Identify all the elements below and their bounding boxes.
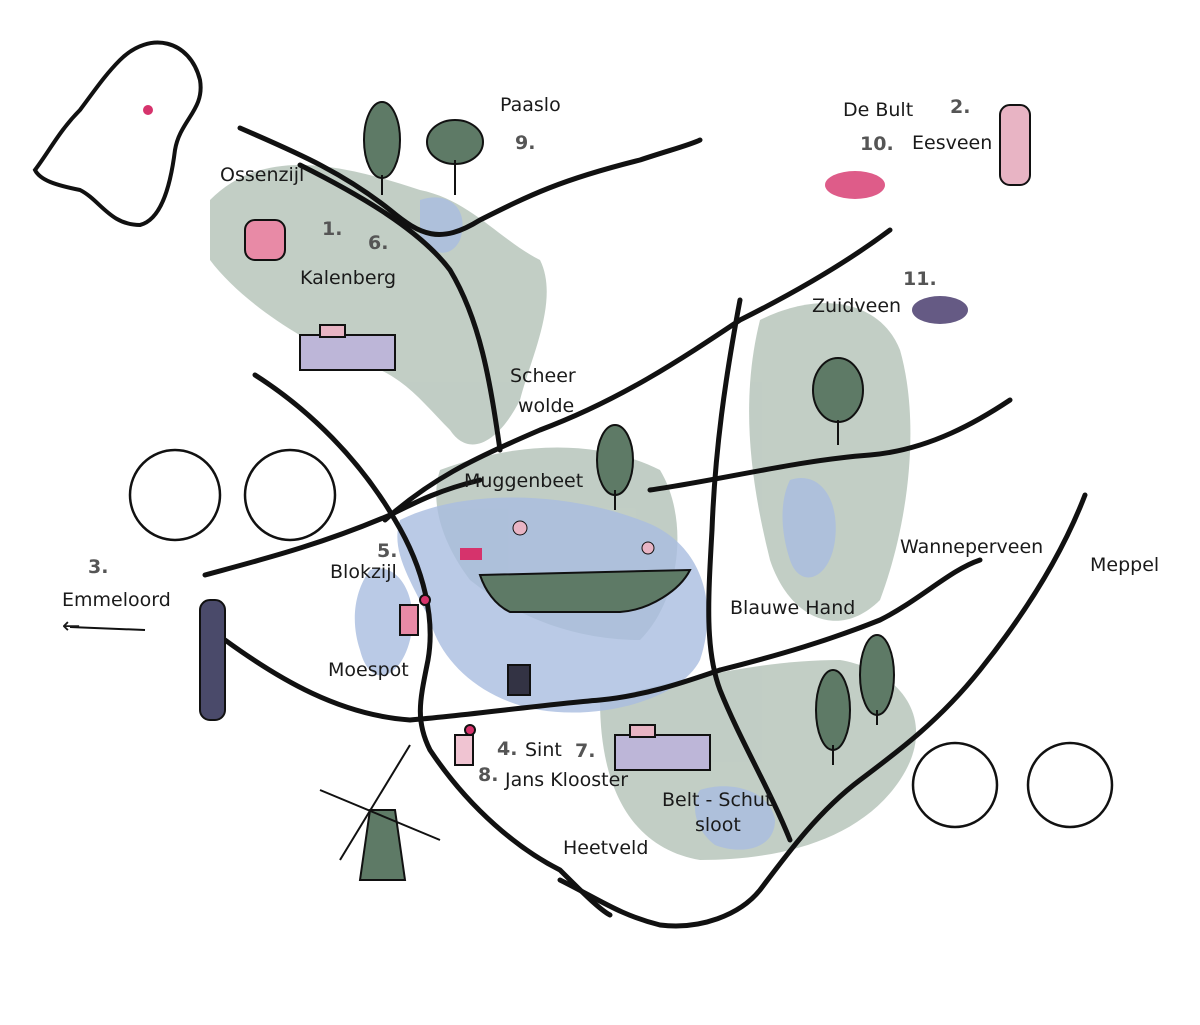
marker-4: 4. bbox=[497, 738, 518, 760]
windmill-illustration bbox=[319, 744, 441, 881]
label-blauwe-hand: Blauwe Hand bbox=[730, 597, 856, 619]
bicycle-illustrations bbox=[128, 448, 1114, 829]
label-de-bult: De Bult bbox=[843, 99, 914, 121]
label-jans-klooster: Jans Klooster bbox=[505, 769, 629, 791]
marker-11: 11. bbox=[903, 268, 937, 290]
roads bbox=[202, 125, 1088, 929]
label-paaslo: Paaslo bbox=[500, 94, 561, 116]
label-wanneperveen: Wanneperveen bbox=[900, 536, 1044, 558]
marker-2: 2. bbox=[950, 96, 971, 118]
trees bbox=[363, 101, 895, 765]
label-ossenzijl: Ossenzijl bbox=[220, 164, 305, 186]
label-meppel: Meppel bbox=[1090, 554, 1160, 576]
marker-3: 3. bbox=[88, 556, 109, 578]
label-blokzijl: Blokzijl bbox=[330, 561, 397, 583]
lotus-icons bbox=[825, 171, 968, 324]
location-dot bbox=[143, 105, 153, 115]
emmeloord-arrow-head: ← bbox=[62, 614, 81, 639]
marker-9: 9. bbox=[515, 132, 536, 154]
marker-10: 10. bbox=[860, 133, 894, 155]
label-eesveen: Eesveen bbox=[912, 132, 993, 154]
label-heetveld: Heetveld bbox=[563, 837, 649, 859]
label-emmeloord: Emmeloord bbox=[62, 589, 171, 611]
label-sint: Sint bbox=[525, 739, 562, 761]
label-muggenbeet: Muggenbeet bbox=[464, 470, 584, 492]
netherlands-inset bbox=[32, 40, 203, 228]
label-moespot: Moespot bbox=[328, 659, 409, 681]
bed-icons bbox=[299, 324, 711, 771]
label-kalenberg: Kalenberg bbox=[300, 267, 397, 289]
label-belt-schutsloot-2: sloot bbox=[695, 814, 741, 836]
emmeloord-arrow bbox=[69, 626, 146, 631]
marker-6: 6. bbox=[368, 232, 389, 254]
boat-illustration bbox=[460, 520, 692, 613]
drink-icons bbox=[399, 594, 531, 766]
label-scheerwolde-2: wolde bbox=[518, 395, 575, 417]
label-belt-schutsloot-1: Belt - Schut bbox=[662, 789, 773, 811]
label-zuidveen: Zuidveen bbox=[812, 295, 902, 317]
marker-5: 5. bbox=[377, 540, 398, 562]
marker-7: 7. bbox=[575, 740, 596, 762]
marker-8: 8. bbox=[478, 764, 499, 786]
marker-1: 1. bbox=[322, 218, 343, 240]
yoga-figures bbox=[199, 104, 1031, 721]
label-scheerwolde-1: Scheer bbox=[510, 365, 576, 387]
